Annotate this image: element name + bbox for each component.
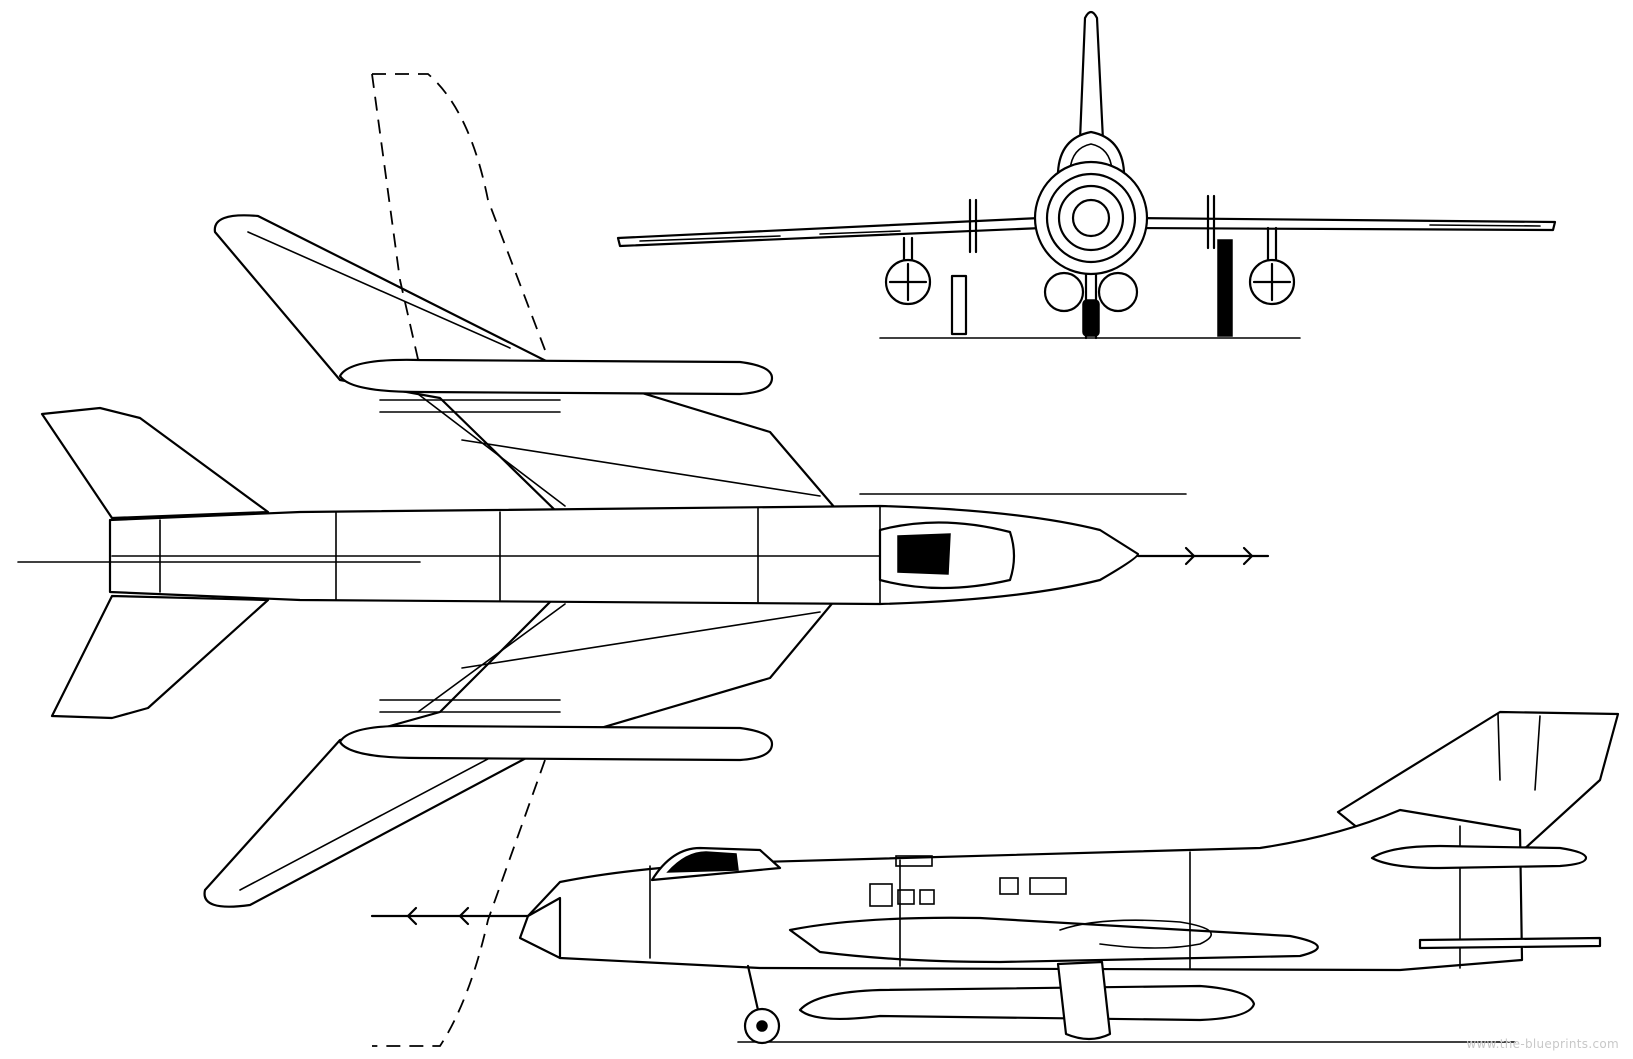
plan-lower-tailplane [50, 594, 270, 720]
side-probe-vanes [406, 906, 470, 926]
side-view [370, 710, 1620, 1045]
plan-upper-tailplane [40, 406, 270, 520]
side-wing-root [788, 916, 1319, 964]
side-drop-tank [798, 984, 1256, 1022]
plan-lower-rails [379, 699, 561, 713]
front-canopy-frame [1069, 143, 1113, 171]
side-tail-launcher [1418, 936, 1602, 950]
plan-upper-rails [379, 399, 561, 413]
front-canopy [1056, 130, 1126, 174]
side-nose-wheel-hub [756, 1020, 768, 1032]
front-pylon-right [1266, 226, 1278, 262]
side-fuselage [526, 808, 1524, 972]
side-wing-swirl [1059, 919, 1212, 949]
side-nose-gear-strut [746, 964, 760, 1012]
front-right-wing [1126, 216, 1557, 232]
plan-lower-wing-panel-lines [239, 603, 821, 891]
front-tank-left [1043, 271, 1085, 313]
watermark-text: www.the-blueprints.com [1466, 1037, 1619, 1051]
front-fin [1078, 10, 1105, 142]
side-panel-6 [1029, 877, 1067, 895]
front-pylon-right-inner [1206, 194, 1216, 250]
plan-probe-vanes [1184, 546, 1254, 566]
side-fin-panel-lines [1497, 713, 1541, 791]
plan-fuselage-panel-lines [111, 505, 881, 605]
side-panel-4 [919, 889, 935, 905]
side-fuselage-panel-lines [649, 825, 1461, 969]
plan-upper-drop-tank [338, 358, 774, 396]
front-view [616, 10, 1557, 340]
front-wing-markings [639, 224, 1541, 242]
side-main-gear [1056, 960, 1112, 1041]
side-panel-3 [897, 889, 915, 905]
plan-lower-wing-alt-position [372, 759, 546, 1047]
front-tank-right [1097, 271, 1139, 313]
plan-upper-wing-alt-position [372, 73, 546, 351]
side-panel-2 [869, 883, 893, 907]
side-rear-pod [1370, 844, 1588, 870]
front-pod-right-cross [1252, 262, 1292, 302]
plan-view [17, 73, 1270, 1047]
front-left-wing [616, 216, 1044, 248]
front-intake-lip [1045, 172, 1137, 264]
plan-canopy-frame [897, 533, 951, 575]
plan-upper-wing-alt-leading [371, 73, 421, 369]
front-shock-cone [1071, 198, 1111, 238]
side-intake [518, 896, 562, 960]
front-pylon-left-inner [968, 198, 978, 254]
front-pod-left-cross [888, 262, 928, 302]
side-canopy-glass [666, 851, 739, 873]
side-panel-1 [895, 855, 933, 867]
front-pylon-left [902, 236, 914, 262]
front-nose-wheel [1082, 299, 1100, 337]
plan-lower-drop-tank [338, 724, 774, 762]
front-intake-ring [1057, 184, 1125, 252]
front-main-gear-left [950, 274, 968, 336]
side-panel-5 [999, 877, 1019, 895]
front-main-gear-right [1217, 239, 1233, 337]
